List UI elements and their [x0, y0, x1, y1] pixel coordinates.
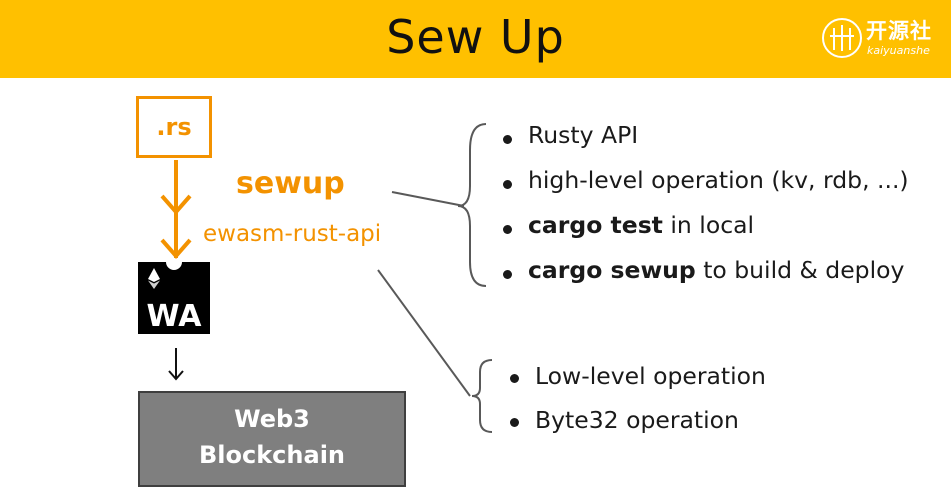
- sewup-label: sewup: [236, 166, 345, 201]
- kaiyuanshe-mark-icon: [822, 18, 862, 58]
- list-item: Rusty API: [500, 116, 909, 161]
- list-item: high-level operation (kv, rdb, ...): [500, 161, 909, 206]
- list-item: Low-level operation: [507, 356, 766, 400]
- flow-arrow-black-head: [168, 370, 184, 381]
- wasm-logo-text: WA: [147, 299, 203, 334]
- sewup-feature-list: Rusty API high-level operation (kv, rdb,…: [500, 116, 909, 296]
- flow-arrow-orange-head-2: [160, 238, 192, 260]
- blockchain-label-line2: Blockchain: [198, 441, 345, 469]
- list-item: Byte32 operation: [507, 400, 766, 444]
- web3-blockchain-box: Web3 Blockchain: [138, 391, 406, 487]
- ewasm-api-label: ewasm-rust-api: [203, 221, 382, 247]
- list-item: cargo test in local: [500, 206, 909, 251]
- flow-arrow-orange-head: [160, 194, 192, 216]
- api-features-brace: [471, 359, 493, 433]
- header-bar: Sew Up 开源社 kaiyuanshe: [0, 0, 951, 78]
- sewup-connector-line: [391, 191, 465, 207]
- kaiyuanshe-logo: 开源社 kaiyuanshe: [820, 13, 940, 65]
- api-connector-line: [377, 269, 471, 397]
- blockchain-label-line1: Web3: [234, 405, 310, 433]
- slide-title: Sew Up: [386, 10, 565, 64]
- webassembly-logo: WA: [138, 262, 210, 334]
- logo-text-en: kaiyuanshe: [867, 44, 930, 57]
- api-feature-list: Low-level operation Byte32 operation: [507, 356, 766, 444]
- logo-text-cn: 开源社: [866, 19, 932, 43]
- sewup-features-brace: [457, 123, 487, 287]
- rust-source-box: .rs: [136, 96, 212, 158]
- list-item: cargo sewup to build & deploy: [500, 251, 909, 296]
- ethereum-icon: [148, 268, 160, 289]
